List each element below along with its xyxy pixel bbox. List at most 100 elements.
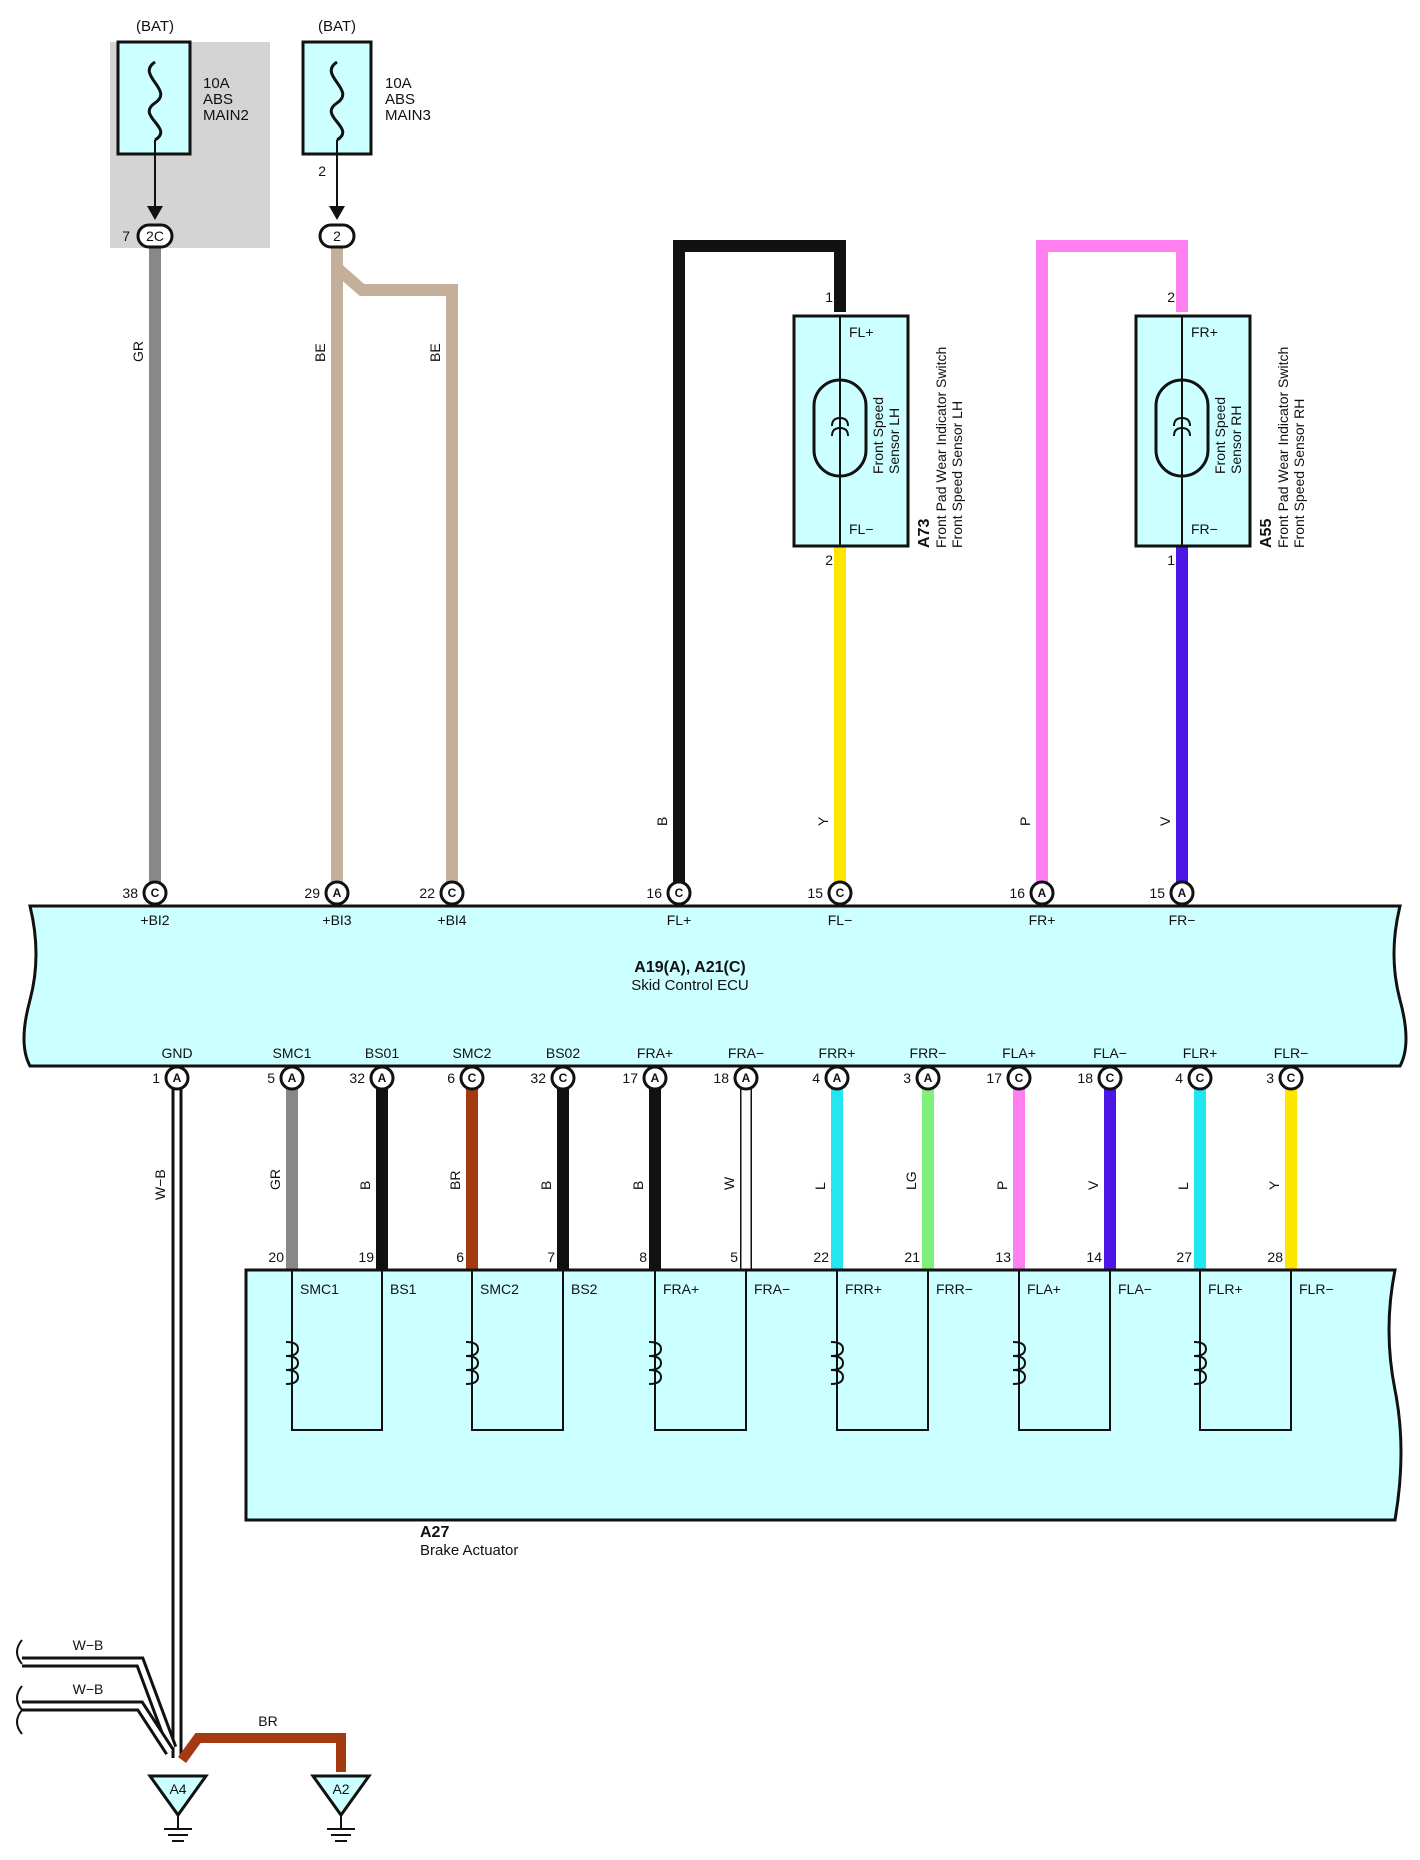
actuator-solenoids: 20SMC119BS16SMC27BS28FRA+5FRA−22FRR+21FR…: [268, 1249, 1334, 1431]
fuse-connectors: 7 2C 2: [122, 223, 356, 249]
actuator-id: A27: [420, 1524, 449, 1541]
ecu-bottom-pin-9-conn: C: [1015, 1071, 1024, 1085]
fuse2-pin: 2: [318, 163, 326, 179]
wire-label-6: W: [721, 1176, 737, 1190]
sensor-rh: 2 1 FR+ FR− Front Speed Sensor RH A55 Fr…: [1134, 289, 1307, 568]
wire-label-gnd: W−B: [152, 1169, 168, 1200]
ecu-bottom-pin-1-conn: A: [288, 1071, 297, 1085]
actuator-pin-2: 6: [456, 1249, 464, 1265]
fuse-abs-main2: (BAT) 10A ABS MAIN2: [116, 18, 249, 220]
ecu-bottom-pin-8-conn: A: [924, 1071, 933, 1085]
ecu-bottom-pin-12-circle: [1278, 1065, 1304, 1091]
ecu-bottom-pin-2-circle: [369, 1065, 395, 1091]
ecu-bottom-term-4: BS02: [546, 1045, 580, 1061]
sensor-lh-desc2: Front Speed Sensor LH: [949, 401, 965, 548]
actuator-term-4: FRA+: [663, 1281, 699, 1297]
ecu-bottom-term-10: FLA−: [1093, 1045, 1127, 1061]
ecu-bottom-term-6: FRA−: [728, 1045, 764, 1061]
wire-label-12: Y: [1266, 1180, 1282, 1190]
ecu-top-pin-4-conn: C: [836, 886, 845, 900]
ecu-bottom-pin-10-number: 18: [1077, 1070, 1093, 1086]
solenoid-frame-0: [291, 1270, 383, 1431]
brake-actuator: A27 Brake Actuator: [244, 1268, 1403, 1559]
ecu-top-term-4: FL−: [828, 912, 853, 928]
ecu-bottom-pin-0-conn: A: [173, 1071, 182, 1085]
ecu-bottom-term-3: SMC2: [453, 1045, 492, 1061]
actuator-term-10: FLR+: [1208, 1281, 1243, 1297]
ecu-top-pin-3-circle: [666, 880, 692, 906]
ecu-id: A19(A), A21(C): [634, 959, 745, 976]
wire-label-1: GR: [267, 1169, 283, 1190]
actuator-pin-9: 14: [1086, 1249, 1102, 1265]
actuator-pin-10: 27: [1176, 1249, 1192, 1265]
wire-label-11: L: [1175, 1182, 1191, 1190]
ecu-bottom-pin-12-number: 3: [1266, 1070, 1274, 1086]
wire-label-10: V: [1085, 1180, 1101, 1190]
ecu-bottom-pin-0-number: 1: [152, 1070, 160, 1086]
fuse1-name1: ABS: [203, 91, 233, 108]
sensor-lh-desc1: Front Pad Wear Indicator Switch: [933, 347, 949, 548]
actuator-pin-3: 7: [547, 1249, 555, 1265]
ecu-top-pin-5-circle: [1029, 880, 1055, 906]
sensor-rh-pin-top: 2: [1167, 289, 1175, 305]
ecu-bottom-term-9: FLA+: [1002, 1045, 1036, 1061]
actuator-term-6: FRR+: [845, 1281, 882, 1297]
actuator-term-0: SMC1: [300, 1281, 339, 1297]
fuse2-bat-label: (BAT): [318, 18, 356, 35]
fuse1-conn: 2C: [146, 228, 164, 244]
solenoid-coil-1: [465, 1341, 480, 1385]
ecu-bottom-pin-6-conn: A: [742, 1071, 751, 1085]
ecu-bottom-term-0: GND: [161, 1045, 192, 1061]
ecu-top-pin-1-number: 29: [304, 885, 320, 901]
ecu-top-pin-5-number: 16: [1009, 885, 1025, 901]
wire-label-y: Y: [815, 816, 831, 826]
sensor-rh-pin-bottom: 1: [1167, 552, 1175, 568]
ecu-bottom-pin-2-conn: A: [378, 1071, 387, 1085]
sensor-rh-inner1: Front Speed: [1212, 397, 1228, 474]
wire-label-b: B: [654, 817, 670, 826]
ecu-top-pin-2-conn: C: [448, 886, 457, 900]
fuse1-pin: 7: [122, 228, 130, 244]
ecu-top-pin-3-number: 16: [646, 885, 662, 901]
wire-label-7: L: [812, 1182, 828, 1190]
ecu-top-term-0: +BI2: [140, 912, 169, 928]
ecu-top-pin-6-circle: [1169, 880, 1195, 906]
ecu-top-pin-1-circle: [324, 880, 350, 906]
wire-label-gr: GR: [130, 341, 146, 362]
wire-label-9: P: [994, 1181, 1010, 1190]
ecu-bottom-pin-9-number: 17: [986, 1070, 1002, 1086]
ecu-top-term-2: +BI4: [437, 912, 466, 928]
ecu-bottom-pin-10-circle: [1097, 1065, 1123, 1091]
ground-point-a2: A2: [310, 1774, 372, 1842]
ecu-bottom-pin-8-circle: [915, 1065, 941, 1091]
ecu-top-term-6: FR−: [1169, 912, 1196, 928]
ecu-bottom-term-8: FRR−: [910, 1045, 947, 1061]
ecu-bottom-pin-5-circle: [642, 1065, 668, 1091]
wire-label-p: P: [1017, 817, 1033, 826]
actuator-term-11: FLR−: [1299, 1281, 1334, 1297]
fuse1-name2: MAIN2: [203, 107, 249, 124]
ecu-bottom-pin-6-number: 18: [713, 1070, 729, 1086]
wire-label-3: BR: [447, 1171, 463, 1190]
ecu-top-term-3: FL+: [667, 912, 692, 928]
ecu-bottom-pin-8-number: 3: [903, 1070, 911, 1086]
actuator-term-5: FRA−: [754, 1281, 790, 1297]
ecu-bottom-pin-3-number: 6: [447, 1070, 455, 1086]
ecu-bottom-pin-4-number: 32: [530, 1070, 546, 1086]
actuator-pin-1: 19: [358, 1249, 374, 1265]
ecu-bottom-pin-5-conn: A: [651, 1071, 660, 1085]
ecu-bottom-term-1: SMC1: [273, 1045, 312, 1061]
actuator-term-2: SMC2: [480, 1281, 519, 1297]
actuator-pin-6: 22: [813, 1249, 829, 1265]
solenoid-coil-0: [285, 1341, 300, 1385]
actuator-pin-7: 21: [904, 1249, 920, 1265]
wire-label-4: B: [538, 1181, 554, 1190]
actuator-pin-4: 8: [639, 1249, 647, 1265]
actuator-term-9: FLA−: [1118, 1281, 1152, 1297]
ecu-name: Skid Control ECU: [631, 977, 749, 994]
ecu-bottom-pin-7-number: 4: [812, 1070, 820, 1086]
solenoid-coil-4: [1012, 1341, 1027, 1385]
ecu-bottom-pin-3-circle: [459, 1065, 485, 1091]
